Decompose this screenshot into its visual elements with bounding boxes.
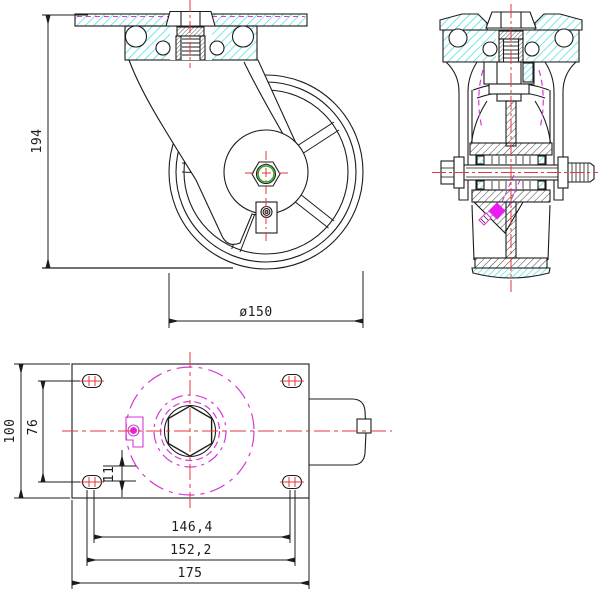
dim-label-o150: ø150 — [239, 305, 272, 320]
dim-label-76: 76 — [26, 419, 41, 436]
front-centerlines — [432, 4, 598, 292]
dim-label-100: 100 — [3, 419, 18, 444]
dim-slot-offset: 11 — [102, 450, 136, 497]
dim-label-146-4: 146,4 — [171, 520, 213, 535]
king-bolt-head-section — [485, 11, 537, 29]
front-section-view — [432, 4, 598, 292]
dim-label-175: 175 — [178, 566, 203, 581]
dim-wheel-diameter: ø150 — [168, 271, 364, 328]
grease-fitting-section — [472, 174, 524, 234]
swivel-housing-side — [124, 25, 258, 61]
dim-plate-width: 175 — [71, 467, 310, 589]
fork-legs-section — [444, 61, 578, 201]
dim-label-194: 194 — [30, 129, 45, 154]
dim-hole-spacing-outer: 152,2 — [86, 490, 296, 566]
king-bolt-head-side — [165, 10, 216, 27]
tread-section — [471, 267, 551, 279]
dim-label-152-2: 152,2 — [170, 543, 212, 558]
dim-hole-spacing-inner: 146,4 — [93, 490, 291, 543]
axle-thread-end — [557, 156, 595, 189]
bolt-slots — [80, 373, 304, 490]
dim-hole-spacing-depth: 76 — [26, 380, 80, 483]
dim-plate-depth: 100 — [3, 363, 70, 499]
dim-overall-height: 194 — [30, 14, 88, 269]
dim-label-11: 11 — [102, 466, 117, 483]
axle-nut — [251, 161, 281, 187]
side-view — [42, 0, 364, 270]
hidden-lines-magenta — [478, 69, 544, 129]
plan-view — [62, 352, 392, 511]
wheel-plan-projection — [309, 398, 372, 466]
side-centerlines — [189, 0, 288, 241]
kingpin-nut-stack — [483, 61, 535, 102]
plan-centerlines — [62, 352, 392, 511]
